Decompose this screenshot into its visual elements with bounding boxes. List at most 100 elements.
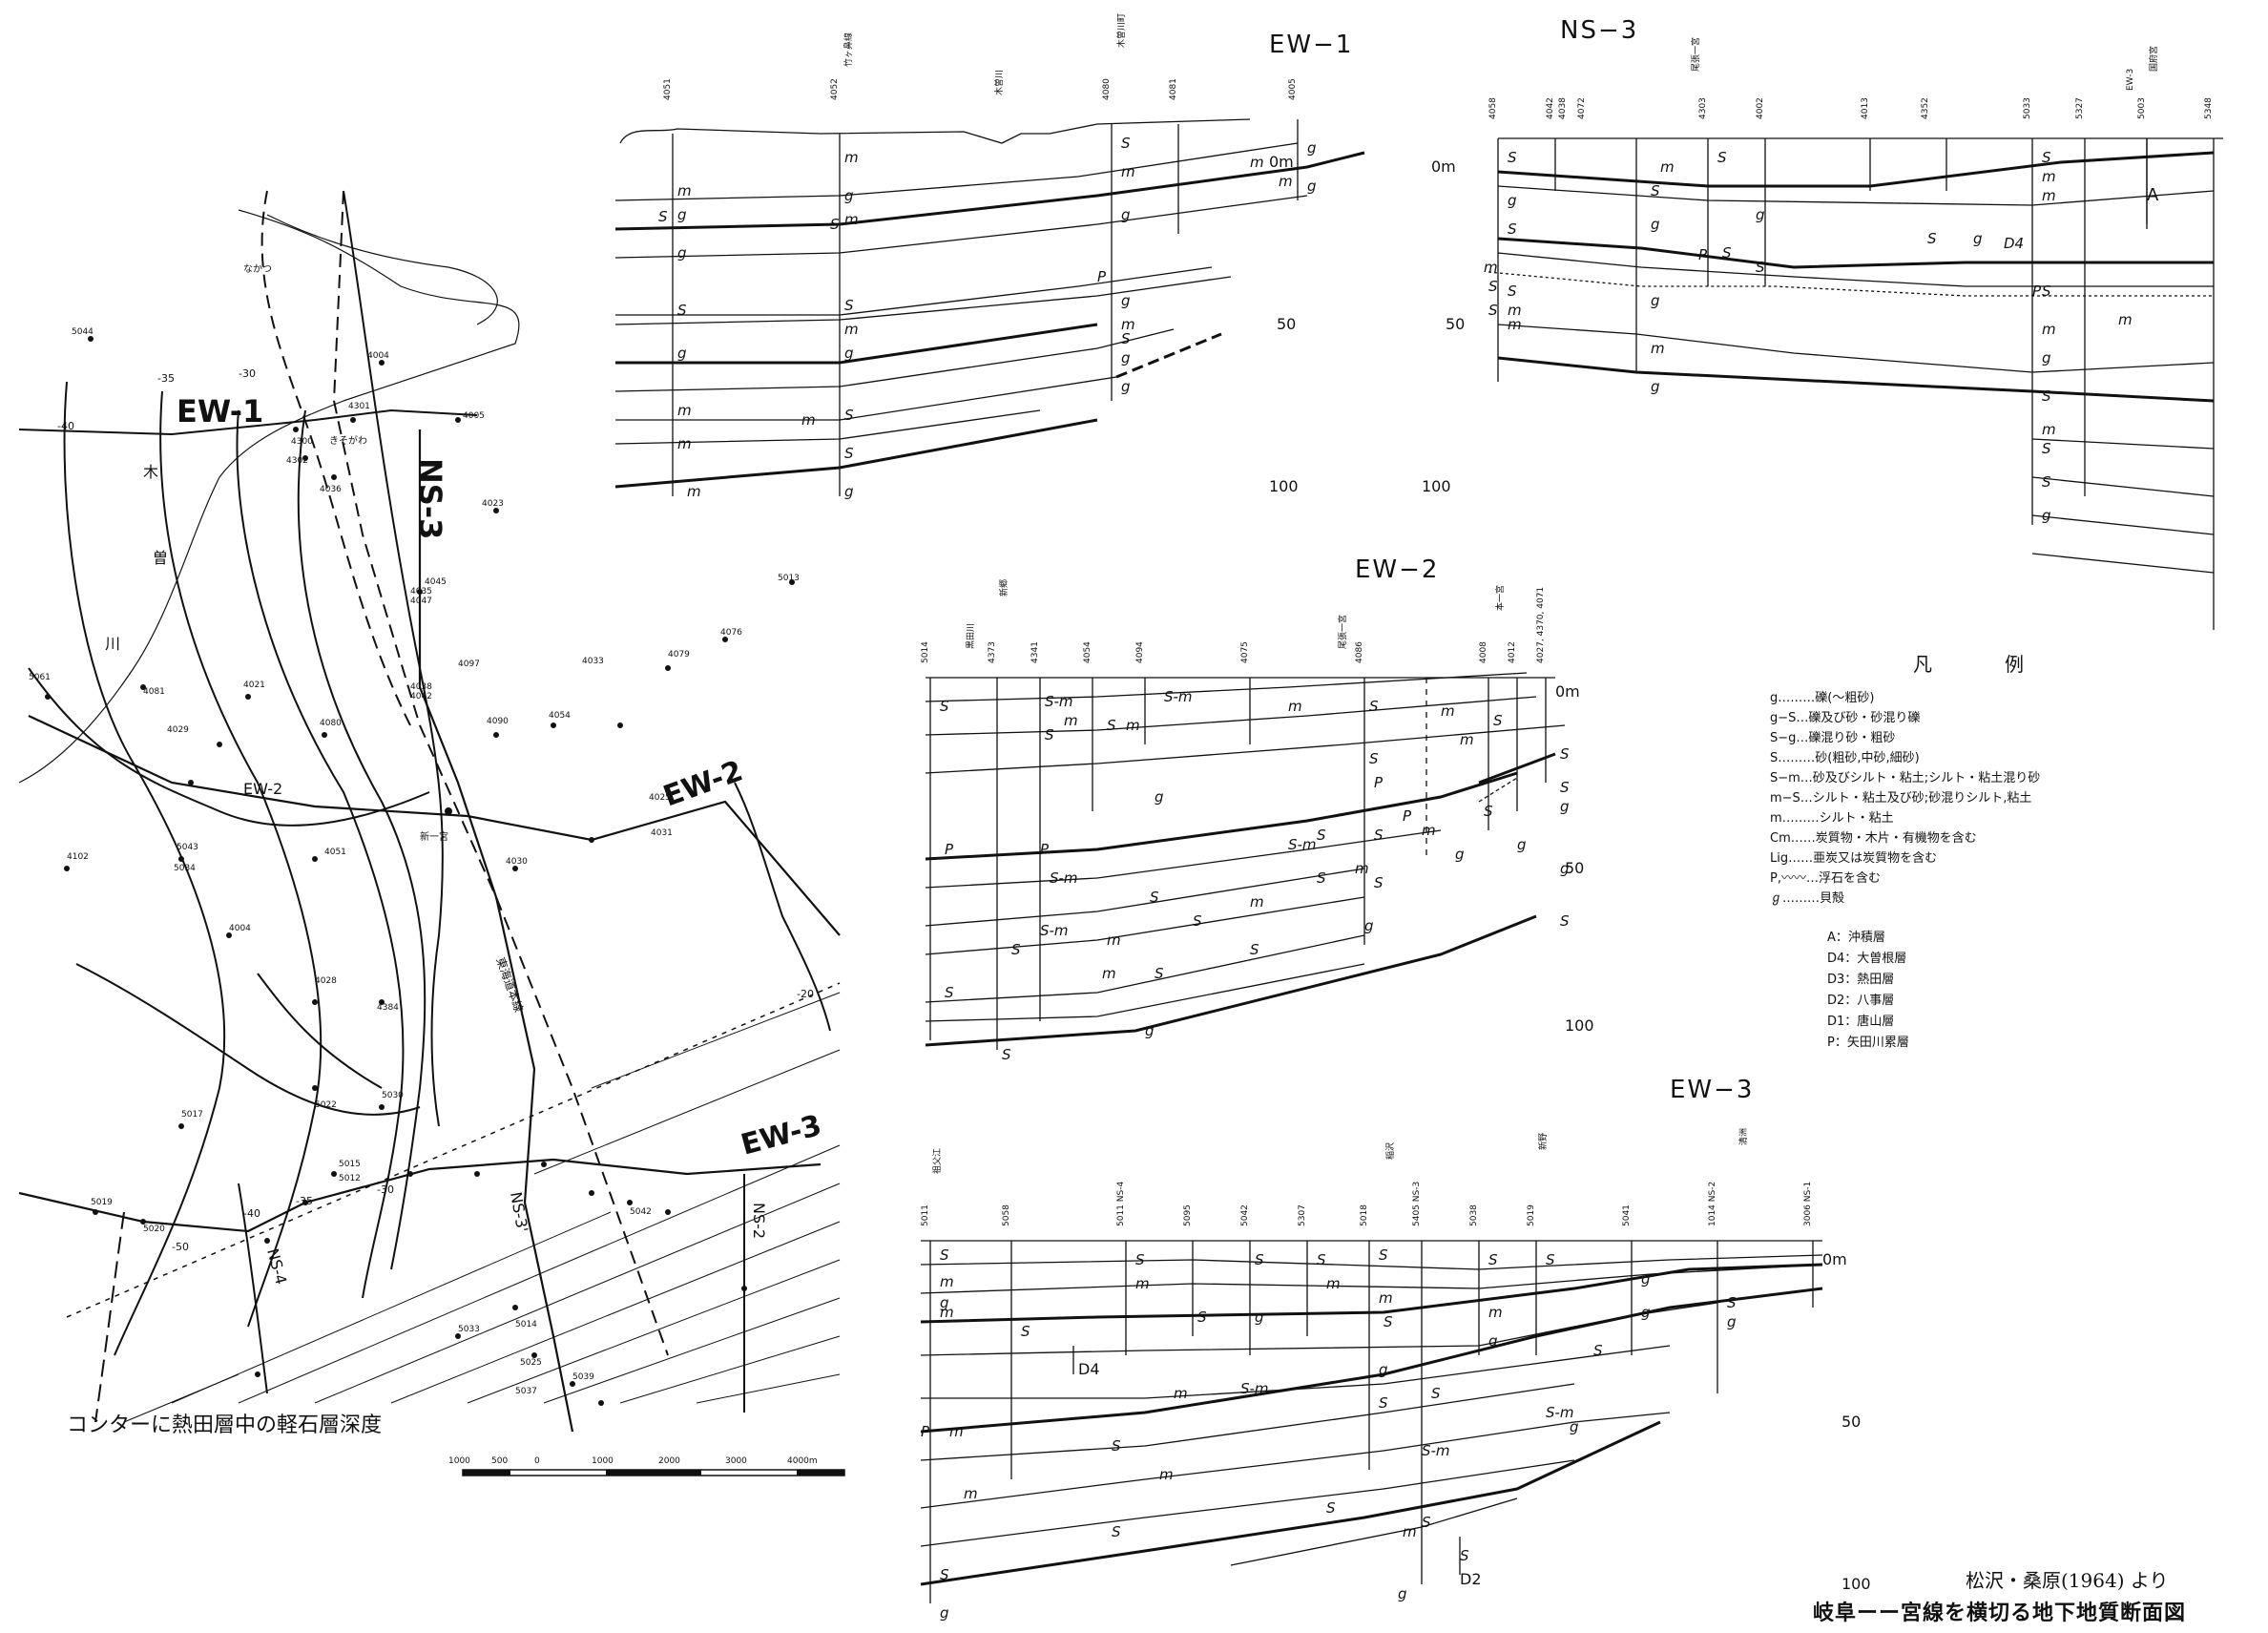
contour-label: -50 [172, 1241, 189, 1253]
contour-label: -20 [797, 988, 814, 1000]
svg-text:m: m [1064, 712, 1078, 729]
depth-label: 50 [1841, 1413, 1861, 1431]
svg-text:S: S [940, 1566, 949, 1583]
svg-text:S: S [2042, 440, 2051, 457]
svg-text:S: S [1560, 745, 1570, 763]
depth-label: 0m [1555, 682, 1580, 701]
section-title: EW−1 [1269, 31, 1353, 59]
contour-line [257, 973, 383, 1089]
svg-text:g: g [1398, 1585, 1407, 1602]
well-number: 5019 [91, 1198, 113, 1207]
boundary-line [94, 1211, 125, 1423]
svg-text:g: g [1121, 378, 1131, 395]
well-note: 稲沢 [1384, 1142, 1396, 1160]
well-note: 竹ヶ鼻線 [843, 32, 854, 67]
well-number: 4384 [377, 1003, 399, 1013]
well-number: 5018 [1360, 1204, 1369, 1226]
svg-text:S: S [2042, 473, 2051, 491]
well-number: 5022 [315, 1100, 337, 1110]
svg-text:m: m [1660, 158, 1675, 176]
contour-line [343, 190, 444, 1127]
svg-text:S: S [1369, 750, 1379, 767]
well-number: 5042 [1240, 1204, 1250, 1226]
svg-text:m: m [844, 149, 859, 166]
contour-label: -30 [377, 1183, 394, 1196]
place-label: 東海道本線 [493, 955, 527, 1015]
well-note: EW-3 [2126, 69, 2135, 91]
depth-label: 100 [1269, 477, 1299, 495]
svg-text:S: S [1155, 965, 1164, 982]
well-number: 4080 [320, 719, 342, 728]
section-line-ew1 [18, 408, 478, 436]
svg-text:S: S [2042, 149, 2051, 166]
section-title: NS−3 [1560, 16, 1638, 45]
well-number: 4033 [582, 657, 604, 666]
well-number: 4012 [1508, 641, 1517, 663]
well-number: 4373 [988, 641, 997, 663]
well-number: 3006 NS-1 [1803, 1182, 1813, 1226]
svg-text:m: m [2042, 168, 2056, 185]
well-number: 5348 [2204, 97, 2214, 119]
svg-text:S: S [830, 216, 840, 233]
svg-text:g: g [844, 187, 854, 204]
well-number: 4302 [286, 456, 308, 466]
svg-text:S: S [1460, 1547, 1469, 1564]
svg-text:g: g [2042, 507, 2051, 524]
svg-text:S: S [1112, 1523, 1121, 1540]
section-line-ew3 [18, 1158, 822, 1233]
svg-text:m: m [949, 1423, 964, 1440]
well-number: 4047 [410, 597, 432, 606]
svg-text:g: g [1641, 1270, 1651, 1288]
well-note: 尾張一宮 [1337, 615, 1348, 649]
svg-text:1000: 1000 [592, 1456, 614, 1466]
svg-text:S: S [1135, 1251, 1145, 1268]
legend: 凡 例 g………礫(〜粗砂) g−S…礫及び砂・砂混り礫 S−g…礫混り砂・粗砂… [1770, 649, 2171, 1054]
well-number: 5044 [72, 327, 94, 337]
section-title: EW−2 [1355, 555, 1439, 584]
contour-label: -40 [243, 1207, 260, 1220]
svg-text:S: S [1508, 149, 1517, 166]
svg-text:P: P [1040, 841, 1050, 858]
svg-text:2000: 2000 [658, 1456, 680, 1466]
svg-text:S: S [1317, 827, 1326, 844]
svg-text:S: S [1369, 698, 1379, 715]
contour-line [236, 409, 405, 1299]
svg-text:g: g [940, 1604, 949, 1622]
depth-label: 100 [1565, 1016, 1594, 1035]
svg-text:S-m: S-m [1164, 688, 1193, 705]
well-number: 5025 [520, 1358, 542, 1368]
well-note: 尾張一宮 [1690, 37, 1701, 72]
svg-text:S: S [1488, 1251, 1498, 1268]
depth-label: 0m [1431, 157, 1456, 176]
svg-text:g: g [1364, 917, 1374, 934]
svg-text:m: m [1460, 731, 1474, 748]
svg-text:g: g [1121, 349, 1131, 366]
svg-text:S: S [677, 302, 687, 319]
well-number: 5013 [778, 574, 800, 583]
svg-text:S: S [1150, 889, 1159, 906]
svg-text:P: P [2032, 283, 2042, 300]
place-label: 新一宮 [420, 830, 448, 843]
svg-text:S: S [1488, 302, 1498, 319]
well-number: 5017 [181, 1110, 203, 1120]
well-number: 4052 [830, 78, 840, 100]
well-number: 4008 [1479, 641, 1488, 663]
section-ew3: EW−3 0m 50 100 5011 5058 5 [920, 1076, 1871, 1622]
svg-text:m: m [1441, 702, 1455, 720]
well-number: 4030 [506, 857, 528, 867]
well-note: 新郷 [998, 579, 1009, 597]
well-number: 4004 [367, 351, 389, 361]
svg-text:g: g [1488, 1332, 1498, 1350]
svg-text:m: m [1403, 1523, 1417, 1540]
svg-text:m: m [1355, 860, 1369, 877]
svg-text:P: P [1698, 246, 1708, 263]
svg-text:m: m [1102, 965, 1116, 982]
svg-text:m: m [1484, 259, 1498, 276]
svg-text:S: S [1560, 912, 1570, 930]
svg-text:P: P [945, 841, 954, 858]
well-number: 5003 [2137, 97, 2147, 119]
depth-label: 50 [1565, 859, 1584, 877]
well-number: 4080 [1102, 78, 1112, 100]
well-number: 1014 NS-2 [1708, 1182, 1717, 1226]
unit-label: D4 [1078, 1360, 1100, 1378]
